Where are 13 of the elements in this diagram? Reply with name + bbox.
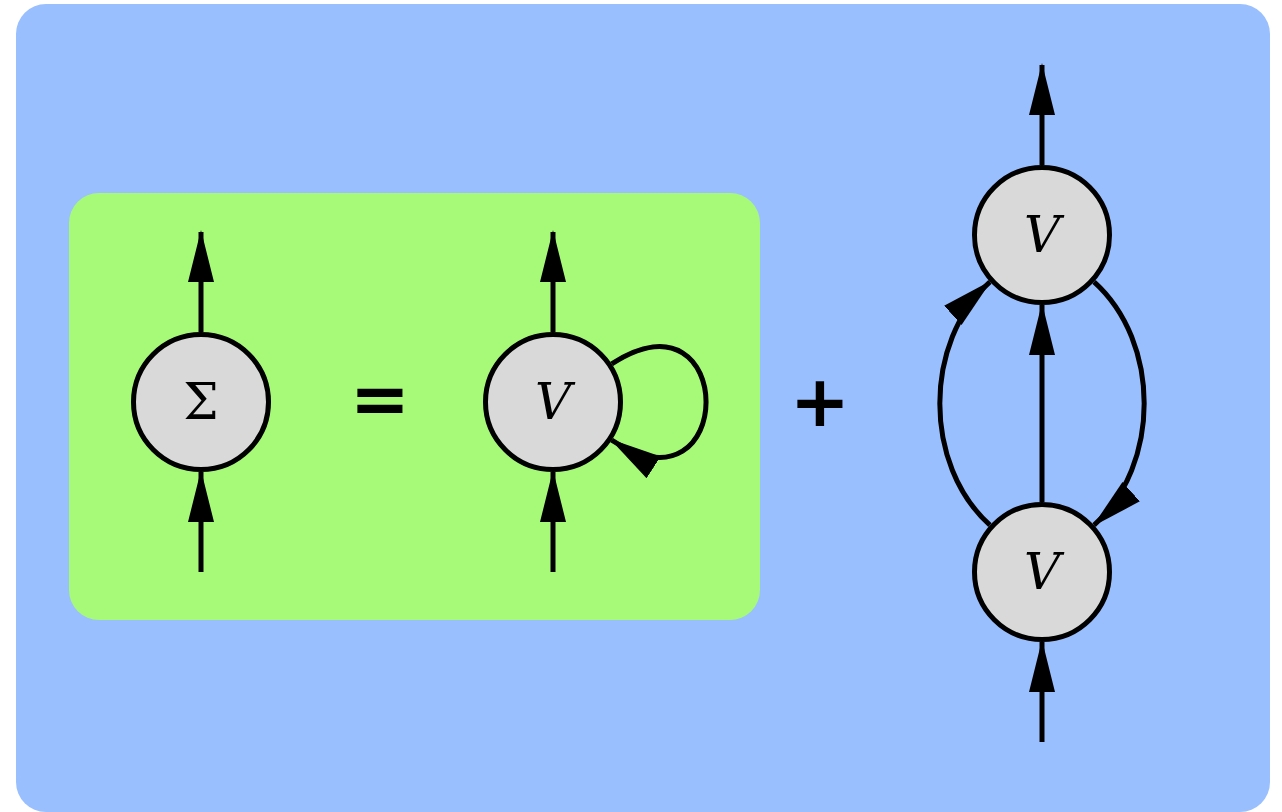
group-box <box>69 193 760 620</box>
arrow <box>540 230 566 332</box>
arrow <box>1029 640 1055 742</box>
equals-sign: = <box>349 362 411 434</box>
curved-arrow <box>1092 280 1147 527</box>
arrow <box>540 470 566 572</box>
arrow <box>1029 303 1055 502</box>
plus-sign: + <box>789 365 851 437</box>
arrow <box>188 230 214 332</box>
curved-arrow <box>937 280 992 527</box>
arrow <box>188 470 214 572</box>
vertex-symbol: Σ <box>183 373 219 431</box>
arrow <box>1029 63 1055 165</box>
